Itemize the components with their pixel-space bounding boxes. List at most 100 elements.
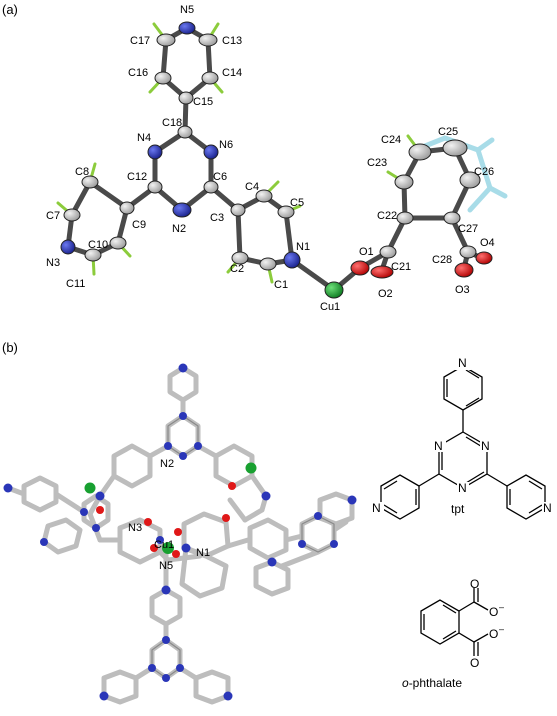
ortep-structure: N5 C17 C13 C16 C14 C15 C18 N4 N6 C12 C6 … [46,4,508,313]
o-atom [144,518,152,526]
atom-C10 [109,236,127,250]
atom-label: C15 [193,96,213,108]
carboxylate-o-bottom: O [470,656,479,670]
atom-C24 [408,143,432,161]
n-atom [3,483,13,493]
carboxylate-o-top: O [470,577,479,591]
atom-O3 [454,262,474,278]
atom-label: C25 [438,126,458,138]
phthalate-label-suffix: -phthalate [409,676,463,690]
atom-label: C9 [132,219,146,231]
n-atom [99,691,109,701]
atom-label: C18 [162,117,182,129]
tpt-label: tpt [451,502,465,516]
atom-label: C11 [66,278,85,290]
atom-C22 [396,211,414,225]
phthalate-label-prefix: o [402,676,409,690]
tpt-scheme [380,365,546,520]
atom-N2 [172,202,192,218]
n-atom [194,442,202,450]
network-label: N5 [159,560,173,572]
n-atom [267,557,277,567]
carboxylate-charge-bottom: – [499,624,504,634]
cu-atom [84,482,96,494]
n-atom [176,664,184,672]
atom-label: C27 [458,223,478,235]
panel-label-b: (b) [2,340,18,355]
n-atom [80,508,88,516]
atom-label: N6 [219,139,233,151]
tpt-ring-n-top: N [458,356,467,370]
atom-C2 [231,251,249,265]
n-atom [223,691,233,701]
carboxylate-o-minus-top: O [489,605,498,619]
atom-label: N1 [296,241,310,253]
atom-label: O2 [378,288,393,300]
tpt-ring-n-far-right: N [543,501,552,515]
atom-C12 [147,180,163,194]
atom-O1 [350,260,370,276]
atom-C14 [201,71,219,85]
atom-label: C12 [127,171,147,183]
atom-C8 [81,175,99,189]
atom-label: C1 [274,279,288,291]
n-atom [178,363,188,373]
atom-label: C5 [290,197,304,209]
atom-label: C13 [222,35,242,47]
atom-label: C26 [474,166,494,178]
n-atom [347,495,357,505]
n-atom [161,585,171,595]
o-atom [150,544,158,552]
n-atom [261,491,271,501]
atom-label: C23 [367,157,387,169]
n-atom [156,536,164,544]
atom-C25 [442,139,468,157]
atom-O2 [370,265,394,279]
atom-label: C21 [391,261,411,273]
tpt-ring-n-bottom: N [458,481,467,495]
atom-label: C17 [130,35,150,47]
n-atom [40,538,48,546]
atom-C26 [459,171,481,189]
o-atom [174,528,182,536]
atom-label: O3 [455,284,470,296]
tpt-ring-n-far-left: N [372,501,381,515]
atom-label: O1 [359,246,374,258]
atom-label: C24 [381,134,401,146]
panel-label-a: (a) [2,2,18,17]
atom-C27 [443,211,461,225]
n-atom [148,664,156,672]
n-atom [95,491,105,501]
atom-C23 [394,174,414,190]
atom-C7 [63,208,81,222]
cu-atom [245,462,257,474]
atom-label: N4 [137,132,151,144]
atom-label: C28 [432,254,452,266]
atom-label: N5 [180,4,194,16]
network-atoms [3,363,357,701]
atom-label: N2 [172,223,186,235]
atom-label: C2 [230,263,244,275]
carboxylate-charge-top: – [499,602,504,612]
atom-C17 [156,33,176,47]
n-atom [179,412,187,420]
network-label: N1 [196,547,210,559]
n-atom [164,442,172,450]
atom-C21 [379,245,397,259]
atom-N4 [147,144,163,160]
phthalate-label: o-phthalate [402,676,462,690]
phthalate-scheme [420,588,489,656]
atom-C13 [198,33,218,47]
atom-label: C10 [88,239,108,251]
atom-Cu1 [324,281,344,299]
atom-C9 [119,201,135,215]
atom-C4 [255,189,273,203]
atom-label: O4 [480,237,495,249]
atom-N5 [178,21,196,35]
atom-label: C14 [222,67,242,79]
atom-N1 [283,251,301,269]
n-atom [330,540,338,548]
atom-label: C3 [210,212,224,224]
tpt-ring-n-left: N [434,439,443,453]
